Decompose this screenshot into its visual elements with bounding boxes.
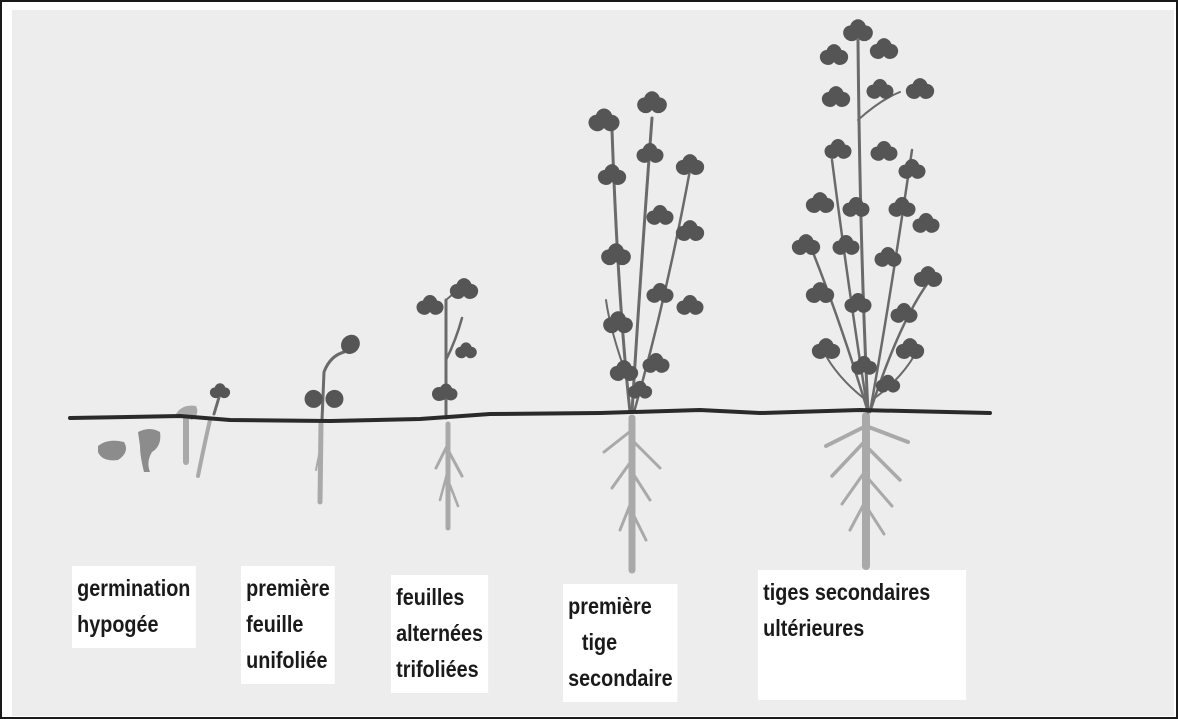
- leaflet: [895, 197, 910, 214]
- label-premiere-feuille-unifoliee: première feuille unifoliée: [241, 566, 335, 684]
- label-premiere-tige-secondaire: première tige secondaire: [563, 584, 678, 702]
- root: [866, 426, 908, 442]
- seed: [98, 441, 126, 461]
- leaflet: [432, 387, 446, 401]
- label-line: ultérieures: [763, 610, 961, 646]
- leaflet: [595, 108, 612, 128]
- root: [604, 430, 632, 452]
- leaflet: [857, 356, 871, 372]
- leaflet: [902, 338, 918, 356]
- label-germination-hypogee: germination hypogée: [72, 566, 196, 648]
- root: [632, 440, 660, 468]
- leaflet: [682, 154, 698, 172]
- root: [826, 426, 866, 446]
- leaflet: [919, 213, 934, 230]
- stem: [812, 250, 868, 412]
- leaflet: [798, 234, 814, 252]
- leaflet: [812, 192, 828, 210]
- roots-layer: [98, 406, 908, 570]
- leaflet: [633, 381, 647, 396]
- label-line: alternées: [396, 615, 483, 651]
- leaflet: [683, 295, 698, 312]
- root: [866, 446, 900, 480]
- label-line: unifoliée: [246, 642, 330, 678]
- leaflet: [851, 293, 866, 310]
- leaflet: [610, 311, 627, 330]
- leaflet: [214, 383, 225, 396]
- leaflet: [912, 78, 928, 96]
- leaflet: [812, 282, 828, 300]
- root: [198, 420, 210, 476]
- root: [320, 424, 321, 502]
- leaflet: [876, 38, 892, 56]
- leaflet: [873, 79, 888, 96]
- leaflet: [323, 387, 346, 410]
- leaves-layer: [208, 19, 945, 410]
- leaflet: [682, 220, 698, 238]
- leaflet: [905, 159, 920, 176]
- label-line: hypogée: [77, 606, 190, 642]
- label-line: germination: [77, 570, 190, 606]
- label-line: première: [568, 588, 672, 624]
- leaflet: [828, 86, 844, 104]
- leaflet: [649, 353, 664, 370]
- leaflet: [831, 139, 846, 156]
- label-feuilles-alternees-trifoliees: feuilles alternées trifoliées: [391, 575, 488, 693]
- leaflet: [897, 303, 912, 320]
- leaflet: [818, 338, 834, 356]
- leaflet: [460, 342, 472, 356]
- leaflet: [881, 247, 896, 264]
- label-line: secondaire: [568, 660, 672, 696]
- leaflet: [920, 266, 936, 284]
- leaflet: [849, 197, 864, 214]
- leaflet: [839, 235, 854, 252]
- stem: [322, 352, 344, 420]
- leaflet: [877, 141, 892, 158]
- leaflet: [850, 19, 867, 38]
- leaflet: [604, 164, 620, 182]
- seedling-bent: [138, 429, 160, 472]
- leaflet: [826, 44, 842, 62]
- root: [832, 440, 866, 476]
- leaflet: [643, 143, 658, 160]
- leaflet: [423, 295, 438, 312]
- leaflet: [616, 360, 632, 378]
- leaflet: [608, 243, 625, 262]
- soil-line: [70, 410, 990, 421]
- leaflet: [881, 375, 895, 390]
- leaflet: [644, 91, 661, 110]
- label-line: feuilles: [396, 579, 483, 615]
- label-line: feuille: [246, 606, 330, 642]
- label-line: tiges secondaires: [763, 574, 961, 610]
- leaflet: [456, 278, 472, 296]
- label-line: première: [246, 570, 330, 606]
- leaflet: [653, 205, 668, 222]
- stem: [870, 150, 912, 412]
- label-line: tige: [568, 624, 672, 660]
- label-tiges-secondaires-ulterieures: tiges secondaires ultérieures: [758, 570, 966, 700]
- leaflet: [653, 283, 668, 300]
- label-line: trifoliées: [396, 651, 483, 687]
